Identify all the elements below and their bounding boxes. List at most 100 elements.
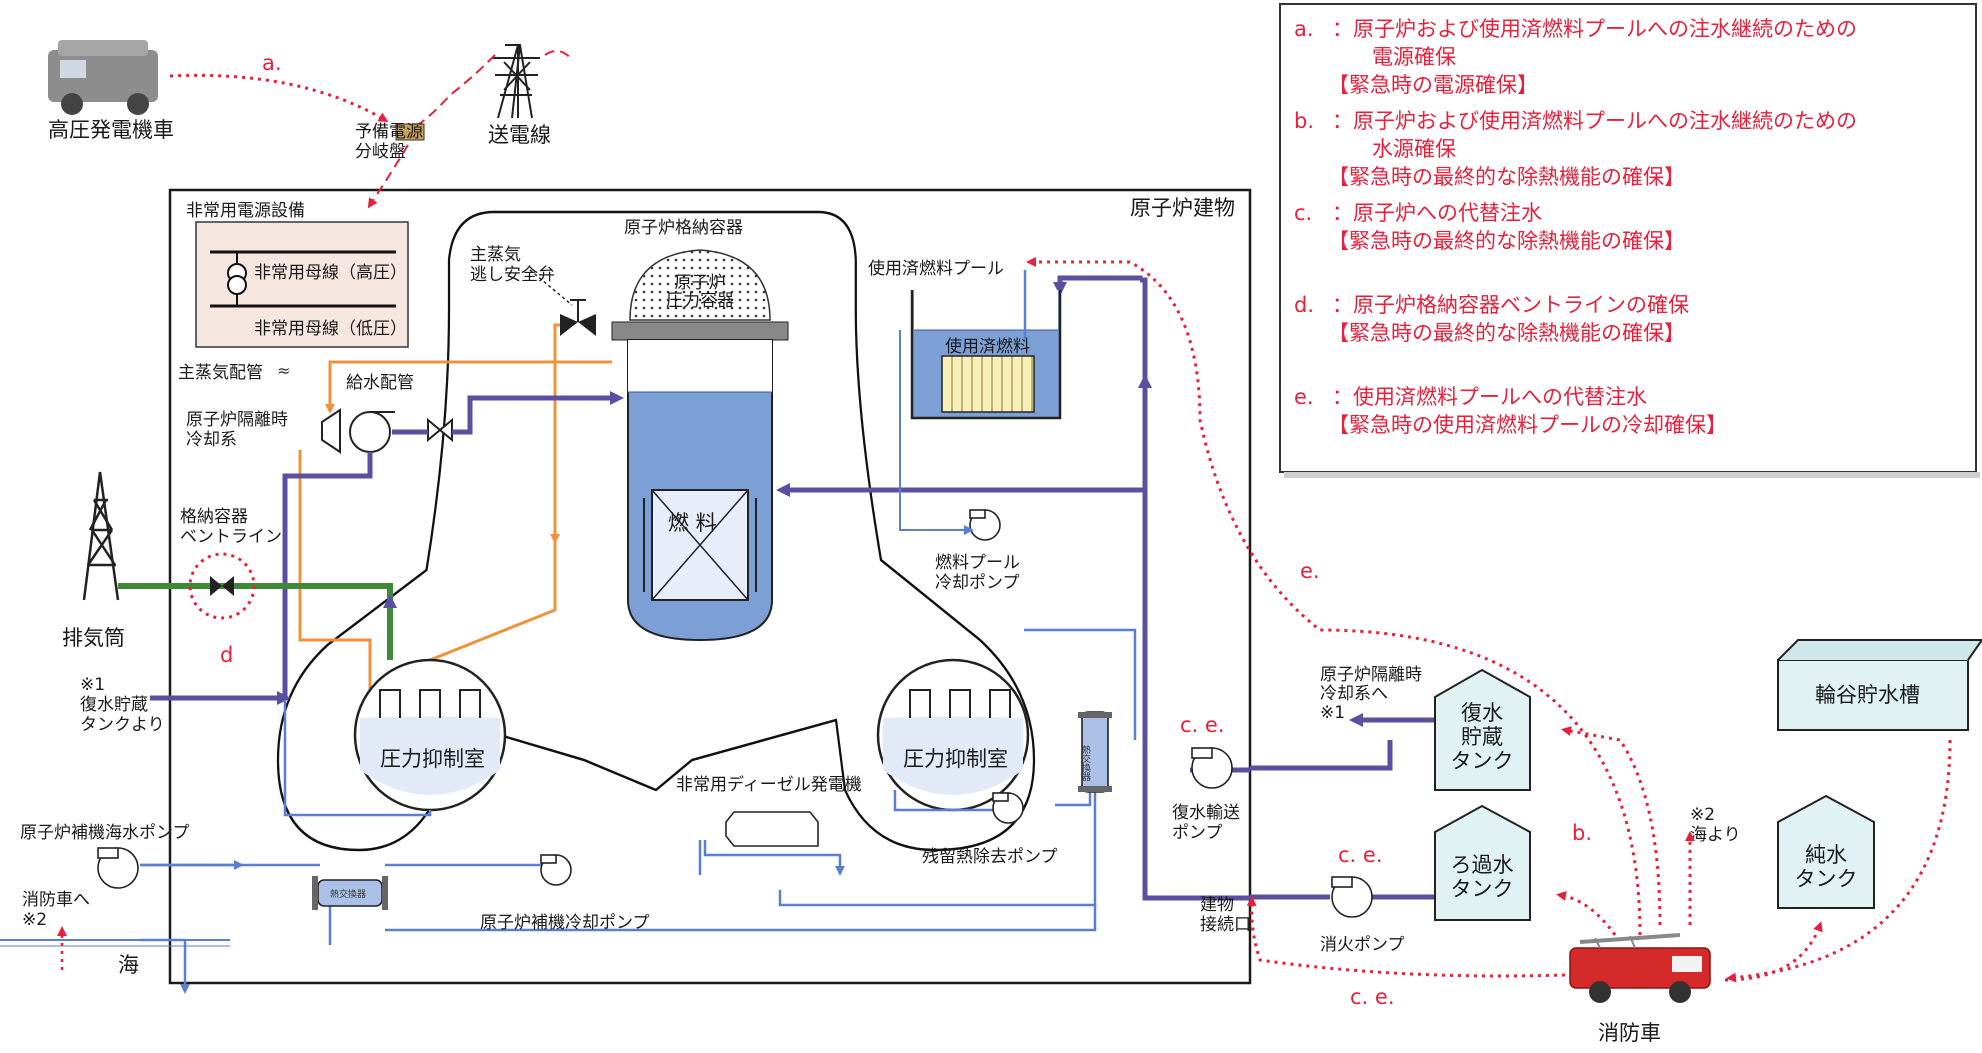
suppression-left-label: 圧力抑制室 bbox=[380, 747, 485, 771]
t_rpv-line: 圧力容器 bbox=[666, 291, 734, 311]
t_fromcst-line: タンクより bbox=[80, 715, 165, 735]
wagaya-reservoir bbox=[1777, 639, 1982, 731]
vent-line-pipe bbox=[118, 583, 393, 660]
t_inlet-line: 接続口 bbox=[1200, 915, 1251, 935]
t_vent-line: ベントライン bbox=[180, 527, 282, 547]
cst-tank bbox=[1434, 668, 1531, 791]
t_torcic-line: 原子炉隔離時 bbox=[1320, 665, 1422, 685]
suppression-chamber-left bbox=[353, 658, 507, 812]
srv-valve-icon bbox=[560, 299, 596, 336]
legend-4-key: e. bbox=[1294, 385, 1314, 409]
bus-low-label: 非常用母線（低圧） bbox=[254, 319, 407, 339]
t_rpv-line: 原子炉 bbox=[675, 273, 726, 293]
filtered-tank-label: ろ過水タンク bbox=[1451, 853, 1514, 901]
transmission-line-label: 送電線 bbox=[488, 123, 551, 147]
sea-label: 海 bbox=[118, 953, 139, 977]
t_backup-line: 予備電源 bbox=[355, 122, 423, 142]
suppression-chamber-right bbox=[876, 658, 1030, 812]
vent-line-label: 格納容器ベントライン bbox=[180, 507, 282, 547]
feedwater-label: 給水配管 bbox=[346, 373, 414, 393]
fpc-loop-pipe bbox=[899, 330, 974, 535]
rpv-label: 原子炉圧力容器 bbox=[666, 273, 734, 311]
route-ce-tag-2: c. e. bbox=[1338, 843, 1383, 867]
reactor-building-label: 原子炉建物 bbox=[1130, 196, 1235, 220]
fuel-assembly bbox=[643, 489, 757, 601]
red-routes bbox=[1026, 257, 1952, 983]
generator-truck-label: 高圧発電機車 bbox=[48, 118, 174, 142]
fire-pump-label: 消火ポンプ bbox=[1320, 935, 1405, 955]
heat-exchanger-right-label: 熱交換器 bbox=[1080, 744, 1091, 781]
legend-2-text: ：原子炉への代替注水 bbox=[1332, 201, 1542, 225]
main-steam-label: 主蒸気配管 bbox=[178, 363, 263, 383]
transmission-line-wire bbox=[409, 54, 496, 131]
t_tofire-line: ※2 bbox=[22, 910, 47, 930]
rcw-pump-label: 原子炉補機冷却ポンプ bbox=[480, 913, 650, 933]
steam-squiggle-icon: ≈ bbox=[277, 361, 290, 380]
fuel-label: 燃 料 bbox=[668, 511, 717, 535]
transmission-tower-icon bbox=[492, 44, 540, 119]
t_vent-line: 格納容器 bbox=[180, 507, 248, 527]
route-a-line bbox=[169, 73, 389, 123]
legend-3-text: ：原子炉格納容器ベントラインの確保 bbox=[1332, 293, 1689, 317]
rsw-pump-icon bbox=[97, 847, 139, 889]
ct-pump-label: 復水輸送ポンプ bbox=[1172, 803, 1240, 843]
rcw-pump-icon bbox=[540, 854, 572, 886]
rhr-pump-label: 残留熱除去ポンプ bbox=[922, 847, 1058, 867]
legend-3-note: 【緊急時の最終的な除熱機能の確保】 bbox=[1328, 321, 1685, 345]
t_cst-line: 貯蔵 bbox=[1461, 725, 1503, 749]
heat-exchanger-right bbox=[1078, 711, 1112, 793]
generator-truck-icon bbox=[48, 40, 158, 115]
t_srv-line: 逃し安全弁 bbox=[470, 265, 555, 285]
building-inlet-label: 建物接続口 bbox=[1200, 895, 1251, 935]
vent-valve-icon bbox=[188, 552, 256, 620]
route-a-tag: a. bbox=[262, 51, 282, 75]
legend-0-text2: 電源確保 bbox=[1372, 45, 1456, 69]
t_tofire-line: 消防車へ bbox=[22, 890, 90, 910]
t_srv-line: 主蒸気 bbox=[470, 245, 521, 265]
t_fromsea-line: ※2 bbox=[1690, 805, 1715, 825]
t_ctpump-line: ポンプ bbox=[1172, 823, 1223, 843]
route-ce-tag-3: c. e. bbox=[1350, 985, 1395, 1009]
wagaya-label: 輪谷貯水槽 bbox=[1815, 683, 1920, 707]
ct-pump-icon bbox=[1191, 747, 1233, 789]
legend-4-note: 【緊急時の使用済燃料プールの冷却確保】 bbox=[1328, 413, 1727, 437]
edg-icon bbox=[725, 811, 819, 847]
pure-tank-label: 純水タンク bbox=[1795, 843, 1858, 891]
fire-truck-label: 消防車 bbox=[1598, 1021, 1661, 1045]
legend-0-note: 【緊急時の電源確保】 bbox=[1328, 73, 1538, 97]
legend-1-note: 【緊急時の最終的な除熱機能の確保】 bbox=[1328, 165, 1685, 189]
t_backup-line: 分岐盤 bbox=[355, 142, 406, 162]
t_filt-line: タンク bbox=[1451, 877, 1514, 901]
spent-fuel-pool-label: 使用済燃料プール bbox=[868, 258, 1004, 279]
t_pure-line: タンク bbox=[1795, 867, 1858, 891]
t_fpc-line: 冷却ポンプ bbox=[935, 573, 1020, 593]
legend-4-text: ：使用済燃料プールへの代替注水 bbox=[1332, 385, 1647, 409]
legend-0-text: ：原子炉および使用済燃料プールへの注水継続のための bbox=[1332, 17, 1857, 41]
bus-high-label: 非常用母線（高圧） bbox=[254, 263, 407, 283]
containment-label: 原子炉格納容器 bbox=[624, 218, 743, 238]
route-b-tag: b. bbox=[1572, 821, 1592, 845]
main-steam-pipe bbox=[325, 360, 612, 414]
filtered-water-tank bbox=[1434, 804, 1531, 921]
heat-exchanger-left bbox=[312, 876, 388, 910]
legend-3-key: d. bbox=[1294, 293, 1314, 317]
to-fire-truck-label: 消防車へ※2 bbox=[22, 890, 90, 930]
backup-power-panel bbox=[395, 123, 425, 141]
legend-1-key: b. bbox=[1294, 109, 1314, 133]
route-ce-tag-1: c. e. bbox=[1180, 713, 1225, 737]
backup-panel-label: 予備電源分岐盤 bbox=[355, 122, 423, 162]
t_rcic-line: 原子炉隔離時 bbox=[186, 410, 288, 430]
emergency-power-label: 非常用電源設備 bbox=[186, 201, 305, 221]
blue-pipes bbox=[140, 270, 1137, 994]
t_torcic-line: 冷却系へ bbox=[1320, 684, 1388, 704]
fpc-pump-icon bbox=[969, 509, 1001, 541]
fire-truck-icon bbox=[1569, 933, 1711, 1003]
rsw-pump-label: 原子炉補機海水ポンプ bbox=[20, 823, 190, 843]
route-e-tag: e. bbox=[1300, 559, 1320, 583]
spent-fuel-pool bbox=[910, 290, 1062, 420]
stack-icon bbox=[82, 471, 120, 601]
legend-0-key: a. bbox=[1294, 17, 1314, 41]
feedwater-valve-icon bbox=[427, 417, 453, 443]
